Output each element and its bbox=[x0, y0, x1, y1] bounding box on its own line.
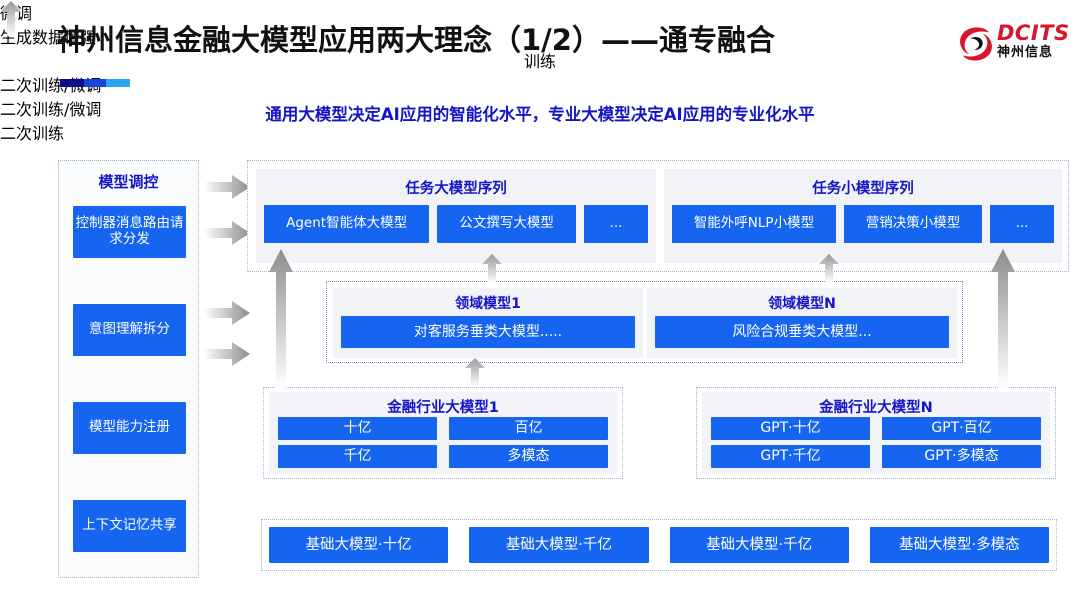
arrow-up-icon-data-augment bbox=[818, 253, 840, 283]
model-more-large[interactable]: ... bbox=[584, 205, 648, 243]
domain-model-1-box[interactable]: 对客服务垂类大模型..... bbox=[341, 316, 635, 348]
arrow-right-icon-2 bbox=[204, 220, 250, 246]
model-outbound-nlp-small[interactable]: 智能外呼NLP小模型 bbox=[672, 205, 836, 243]
industry-1-cell-baiyi[interactable]: 百亿 bbox=[449, 417, 608, 440]
task-large-model-sequence-card: 任务大模型序列 Agent智能体大模型 公文撰写大模型 ... bbox=[256, 169, 656, 263]
industry-model-1-panel: 金融行业大模型1 十亿 百亿 千亿 多模态 bbox=[263, 387, 623, 479]
domain-model-n-box[interactable]: 风险合规垂类大模型... bbox=[655, 316, 949, 348]
task-small-model-row: 智能外呼NLP小模型 营销决策小模型 ... bbox=[672, 205, 1055, 243]
industry-n-cell-gpt-baiyi[interactable]: GPT·百亿 bbox=[882, 417, 1041, 440]
arrow-right-icon-1 bbox=[204, 174, 250, 200]
base-model-shiyi[interactable]: 基础大模型·十亿 bbox=[269, 527, 449, 563]
domain-model-n-card: 领域模型N 风险合规垂类大模型... bbox=[647, 288, 957, 358]
arrow-up-icon-left-long bbox=[268, 248, 294, 388]
base-model-panel: 基础大模型·十亿 基础大模型·千亿 基础大模型·千亿 基础大模型·多模态 bbox=[261, 519, 1057, 571]
dcits-swirl-icon bbox=[957, 26, 995, 62]
industry-1-cell-qianyi[interactable]: 千亿 bbox=[278, 445, 437, 468]
industry-model-1-grid: 十亿 百亿 千亿 多模态 bbox=[278, 417, 608, 468]
model-document-writing-large[interactable]: 公文撰写大模型 bbox=[437, 205, 576, 243]
arrow-right-icon-3 bbox=[204, 300, 250, 326]
base-model-multimodal[interactable]: 基础大模型·多模态 bbox=[869, 527, 1049, 563]
task-sequence-panel: 任务大模型序列 Agent智能体大模型 公文撰写大模型 ... 任务小模型序列 … bbox=[247, 160, 1069, 272]
industry-model-1-card: 金融行业大模型1 十亿 百亿 千亿 多模态 bbox=[269, 392, 617, 474]
label-data-augment-line2: 训练 bbox=[523, 52, 556, 71]
accent-bar bbox=[60, 79, 130, 87]
dcits-logo: DCITS 神州信息 bbox=[957, 22, 1069, 70]
model-agent-large[interactable]: Agent智能体大模型 bbox=[264, 205, 430, 243]
page-subtitle: 通用大模型决定AI应用的智能化水平，专业大模型决定AI应用的专业化水平 bbox=[265, 105, 815, 124]
sidebar-item-context-memory-sharing[interactable]: 上下文记忆共享 bbox=[73, 500, 186, 552]
model-control-panel: 模型调控 控制器消息路由请求分发 意图理解拆分 模型能力注册 上下文记忆共享 bbox=[58, 160, 199, 578]
logo-en-text: DCITS bbox=[997, 21, 1070, 45]
industry-n-cell-gpt-multimodal[interactable]: GPT·多模态 bbox=[882, 445, 1041, 468]
sidebar-item-intent-understanding[interactable]: 意图理解拆分 bbox=[73, 304, 186, 356]
label-data-augment: 生成数据增强 训练 bbox=[0, 24, 1080, 72]
base-model-qianyi-1[interactable]: 基础大模型·千亿 bbox=[469, 527, 649, 563]
domain-model-n-title: 领域模型N bbox=[768, 296, 836, 312]
base-model-row: 基础大模型·十亿 基础大模型·千亿 基础大模型·千亿 基础大模型·多模态 bbox=[269, 527, 1049, 563]
logo-cn-text: 神州信息 bbox=[997, 45, 1054, 60]
industry-n-cell-gpt-shiyi[interactable]: GPT·十亿 bbox=[711, 417, 870, 440]
industry-model-1-title: 金融行业大模型1 bbox=[387, 400, 499, 416]
label-secondary-train-tune-right: 二次训练/微调 bbox=[0, 100, 102, 119]
task-large-model-sequence-title: 任务大模型序列 bbox=[405, 181, 507, 197]
logo-text: DCITS 神州信息 bbox=[997, 22, 1070, 61]
domain-model-1-card: 领域模型1 对客服务垂类大模型..... bbox=[333, 288, 643, 358]
task-large-model-row: Agent智能体大模型 公文撰写大模型 ... bbox=[264, 205, 648, 243]
industry-n-cell-gpt-qianyi[interactable]: GPT·千亿 bbox=[711, 445, 870, 468]
task-small-model-sequence-title: 任务小模型序列 bbox=[812, 181, 914, 197]
sidebar-item-controller-routing[interactable]: 控制器消息路由请求分发 bbox=[73, 206, 186, 258]
model-control-title: 模型调控 bbox=[98, 173, 159, 191]
arrow-up-icon-right-long bbox=[990, 248, 1016, 388]
arrow-up-icon-secondary-train-left bbox=[464, 357, 486, 387]
page-title: 神州信息金融大模型应用两大理念（1/2）——通专融合 bbox=[57, 23, 775, 57]
arrow-right-icon-4 bbox=[204, 341, 250, 367]
arrow-up-icon-fine-tune-left bbox=[481, 253, 503, 283]
industry-model-n-grid: GPT·十亿 GPT·百亿 GPT·千亿 GPT·多模态 bbox=[711, 417, 1041, 468]
domain-model-panel: 领域模型1 对客服务垂类大模型..... 领域模型N 风险合规垂类大模型... bbox=[326, 281, 963, 363]
sidebar-item-capability-registration[interactable]: 模型能力注册 bbox=[73, 402, 186, 454]
arrow-up-icon-base-secondary-train bbox=[0, 0, 22, 40]
industry-1-cell-shiyi[interactable]: 十亿 bbox=[278, 417, 437, 440]
accent-bar-segment-3 bbox=[106, 79, 130, 87]
accent-bar-segment-1 bbox=[60, 79, 84, 87]
industry-model-n-title: 金融行业大模型N bbox=[819, 400, 933, 416]
industry-model-n-card: 金融行业大模型N GPT·十亿 GPT·百亿 GPT·千亿 GPT·多模态 bbox=[702, 392, 1050, 474]
accent-bar-segment-2 bbox=[84, 79, 106, 87]
label-data-augment-line1: 生成数据增强 bbox=[0, 28, 97, 47]
label-secondary-train: 二次训练 bbox=[0, 124, 65, 143]
industry-1-cell-multimodal[interactable]: 多模态 bbox=[449, 445, 608, 468]
industry-model-n-panel: 金融行业大模型N GPT·十亿 GPT·百亿 GPT·千亿 GPT·多模态 bbox=[696, 387, 1056, 479]
slide-header: 神州信息金融大模型应用两大理念（1/2）——通专融合 通用大模型决定AI应用的智… bbox=[0, 0, 1080, 124]
base-model-qianyi-2[interactable]: 基础大模型·千亿 bbox=[669, 527, 849, 563]
model-marketing-decision-small[interactable]: 营销决策小模型 bbox=[843, 205, 983, 243]
task-small-model-sequence-card: 任务小模型序列 智能外呼NLP小模型 营销决策小模型 ... bbox=[664, 169, 1062, 263]
domain-model-1-title: 领域模型1 bbox=[455, 296, 521, 312]
model-more-small[interactable]: ... bbox=[990, 205, 1055, 243]
